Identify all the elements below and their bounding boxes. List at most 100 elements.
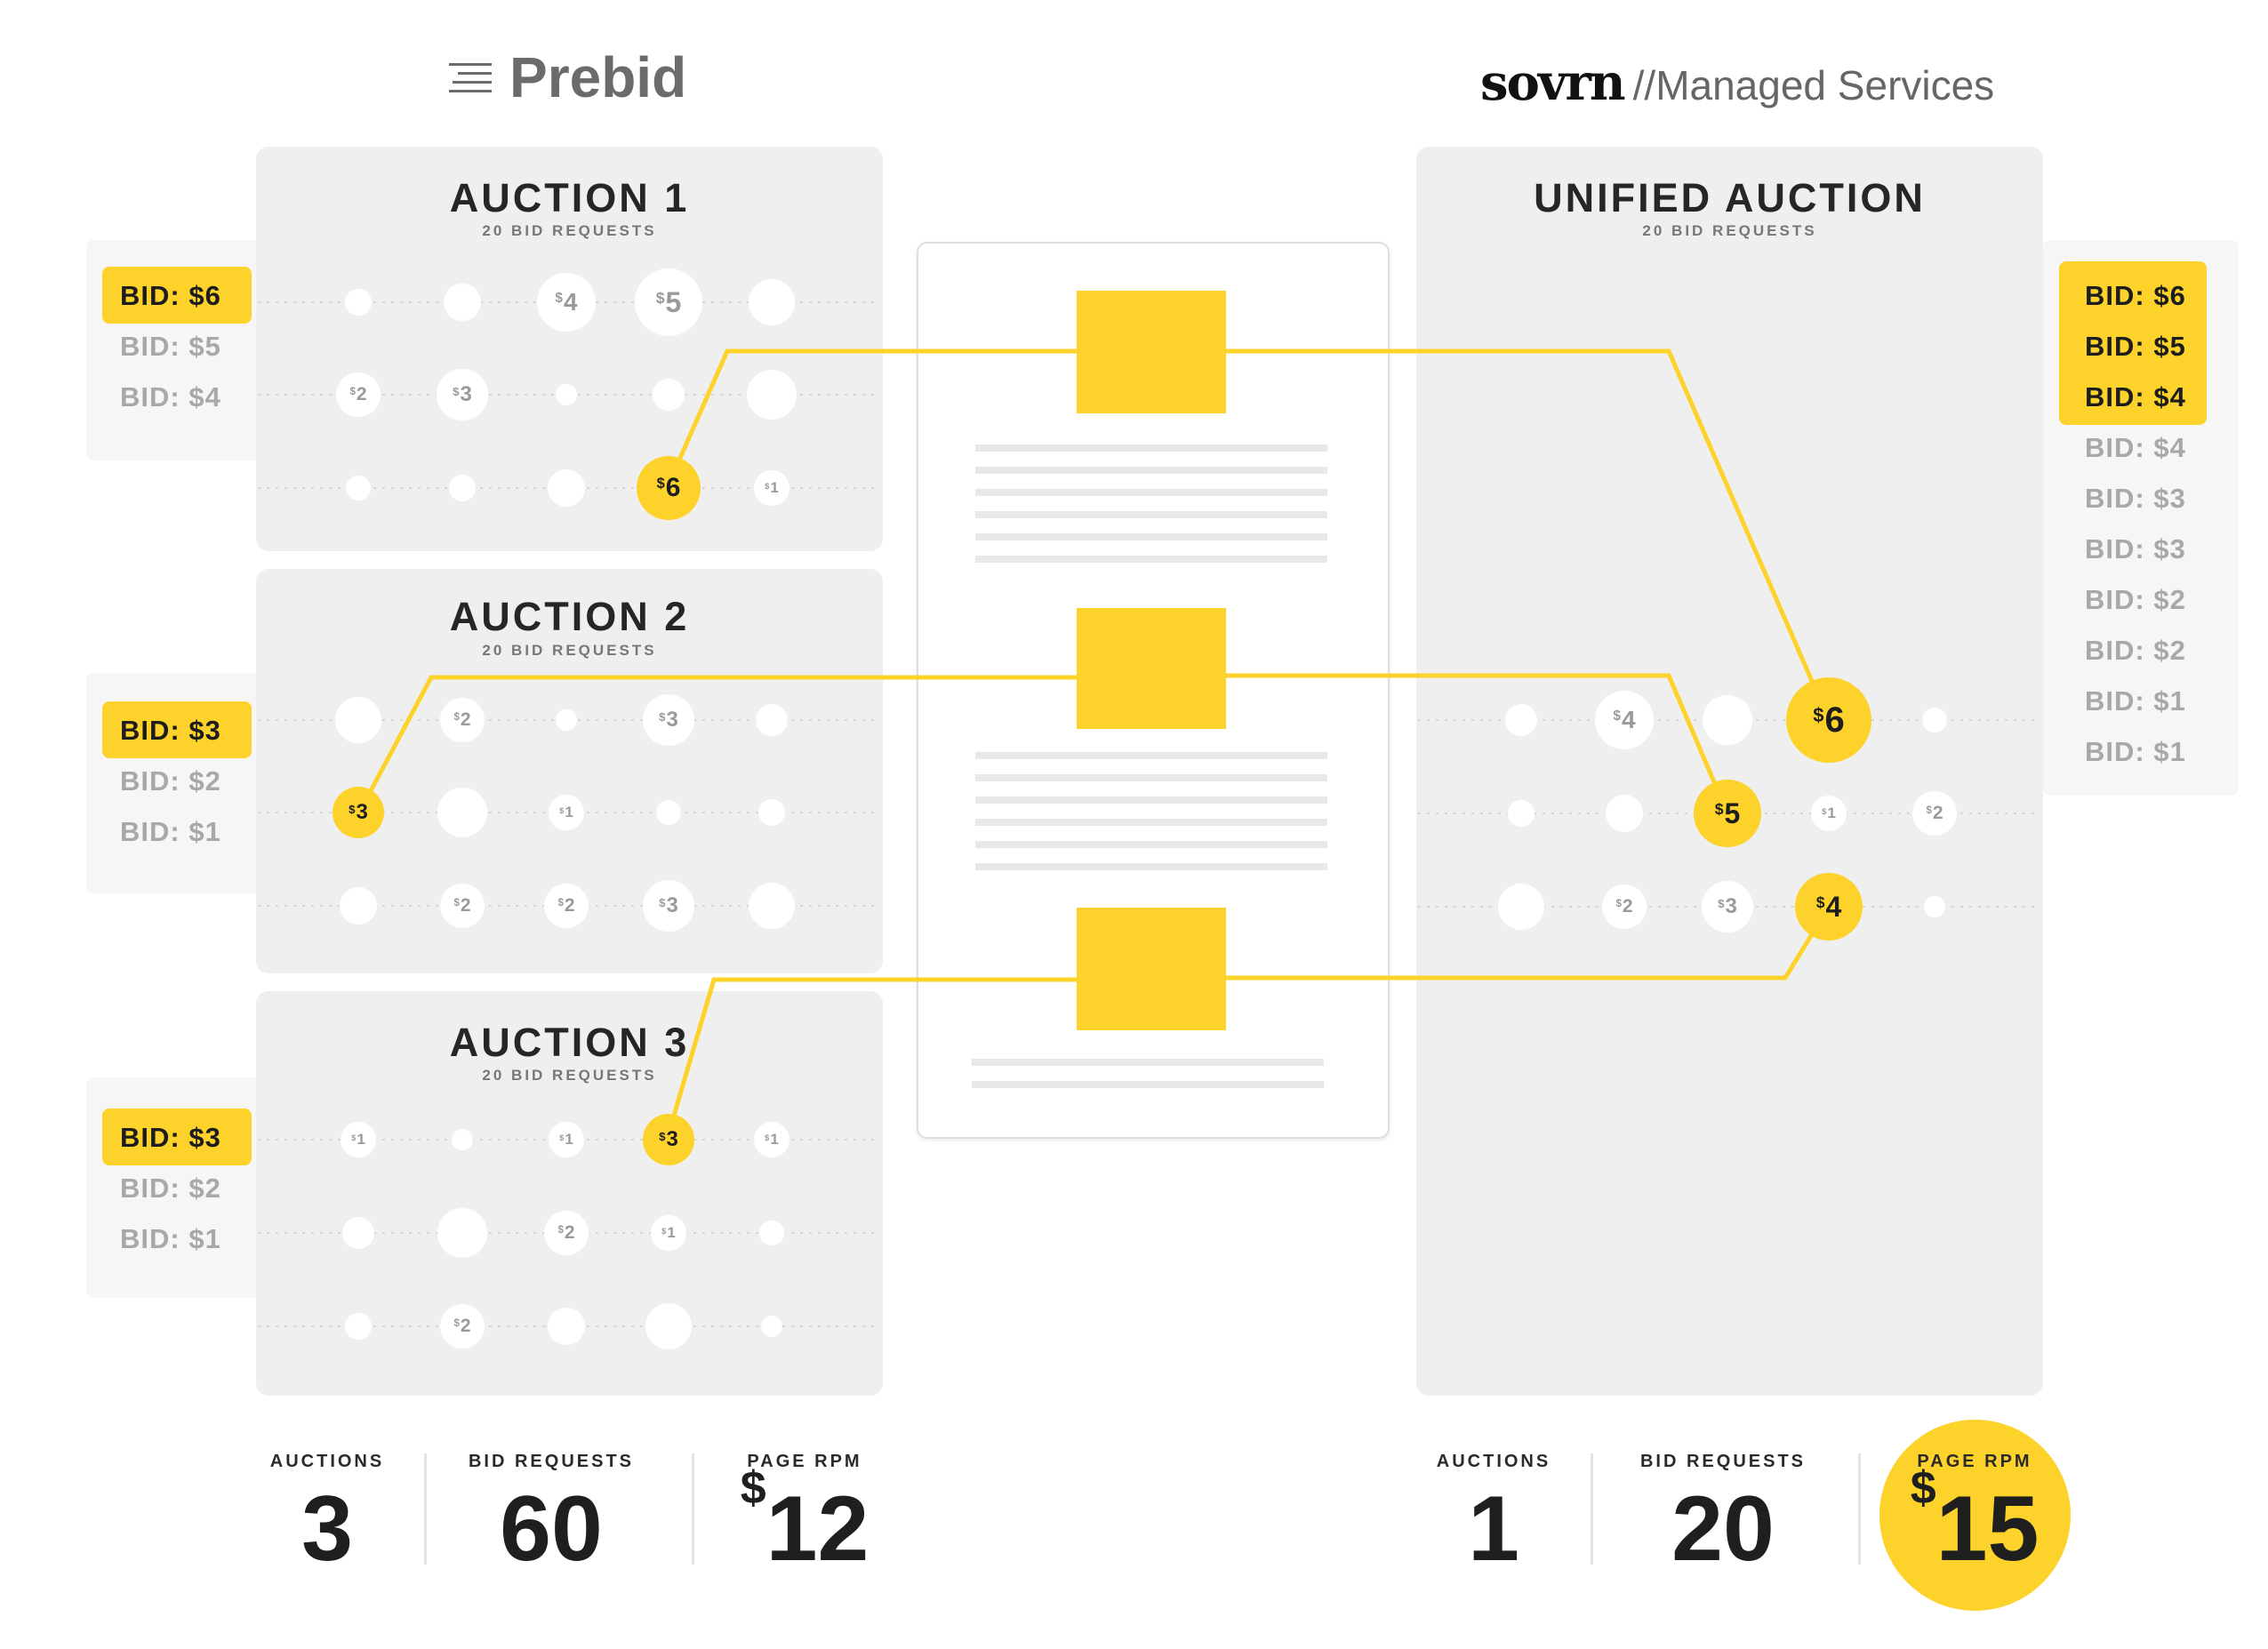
bid-item: BID: $1	[120, 1223, 221, 1254]
unified-bid-list: BID: $6 BID: $5 BID: $4 BID: $4 BID: $3 …	[2069, 270, 2186, 777]
bid-dot: $2	[440, 884, 485, 928]
bid-request-dot	[444, 284, 481, 321]
bid-dot: $3	[437, 369, 488, 420]
bid-item: BID: $3	[120, 715, 221, 746]
bid-item: BID: $4	[120, 381, 221, 412]
prebid-brand: Prebid	[449, 44, 686, 110]
bid-dot: $2	[440, 1304, 485, 1349]
stat-value: $12	[740, 1461, 870, 1581]
auction-1-bid-list: BID: $6 BID: $5 BID: $4	[104, 270, 221, 422]
bid-item: BID: $4	[2085, 381, 2186, 412]
bid-request-dot	[342, 1217, 374, 1249]
stat-value: 60	[500, 1477, 603, 1581]
bid-dot: $2	[336, 372, 381, 417]
stat-label: PAGE RPM	[747, 1452, 862, 1471]
bid-request-dot	[340, 887, 377, 925]
bid-dot: $2	[544, 1211, 589, 1255]
bid-item: BID: $2	[120, 765, 221, 796]
ad-slot-1	[1077, 291, 1226, 413]
bid-request-dot	[556, 709, 577, 731]
bid-request-dot	[556, 384, 577, 405]
bid-item: BID: $2	[120, 1173, 221, 1204]
ad-slot-3	[1077, 908, 1226, 1030]
bid-request-dot	[437, 1208, 487, 1258]
bid-dot: $3	[643, 694, 694, 746]
bid-request-dot	[749, 279, 795, 325]
connector-auction-1-to-ad-1	[664, 348, 1077, 490]
bid-request-dot	[437, 788, 487, 837]
prebid-lines-icon	[449, 63, 492, 92]
page-rpm-highlight-circle	[1879, 1420, 2071, 1611]
stat-divider	[424, 1453, 427, 1565]
stat-label: PAGE RPM	[1917, 1452, 2032, 1471]
prebid-brand-label: Prebid	[509, 45, 687, 109]
connector-auction-3-to-ad-3	[664, 977, 1077, 1141]
bid-dot: $1	[1811, 796, 1847, 831]
bid-request-dot	[1508, 800, 1535, 827]
auction-2-bid-list: BID: $3 BID: $2 BID: $1	[104, 705, 221, 857]
auction-3-bid-list: BID: $3 BID: $2 BID: $1	[104, 1112, 221, 1264]
bid-dot: $2	[440, 698, 485, 742]
bid-dot: $5	[1694, 780, 1761, 847]
stat-right-page-rpm: PAGE RPM $15	[1881, 1452, 2068, 1575]
bid-item: BID: $1	[2085, 685, 2186, 716]
stat-label: AUCTIONS	[1436, 1452, 1551, 1471]
bid-request-dot	[452, 1129, 473, 1150]
bid-dot: $1	[549, 1122, 584, 1157]
stat-value: 1	[1468, 1477, 1519, 1581]
bid-request-dot	[759, 1221, 784, 1245]
bid-request-dot	[756, 704, 788, 736]
bid-request-dot	[449, 475, 476, 501]
bid-item: BID: $2	[2085, 584, 2186, 615]
bid-request-dot	[1498, 884, 1544, 930]
bid-dot: $1	[651, 1215, 686, 1251]
bid-item: BID: $2	[2085, 635, 2186, 666]
bid-dot: $3	[643, 1114, 694, 1165]
bid-request-dot	[1922, 708, 1947, 732]
bid-item: BID: $5	[120, 331, 221, 362]
bid-request-dot	[335, 697, 381, 743]
sovrn-logo: sovrn	[1480, 53, 1626, 112]
connector-auction-2-to-ad-2	[357, 675, 1077, 814]
bid-dot: $6	[637, 456, 701, 520]
bid-dot: $1	[341, 1122, 376, 1157]
bid-dot: $6	[1786, 677, 1871, 763]
unified-auction-title: UNIFIED AUCTION	[1534, 175, 1926, 220]
stat-right-bid-requests: BID REQUESTS 20	[1634, 1452, 1812, 1575]
stat-value: $15	[1910, 1461, 2040, 1581]
bid-item: BID: $3	[120, 1122, 221, 1153]
unified-auction-panel: UNIFIED AUCTION 20 BID REQUESTS	[1416, 147, 2043, 1396]
bid-request-dot	[1505, 704, 1537, 736]
bid-dot: $3	[643, 880, 694, 932]
auction-3-title: AUCTION 3	[449, 1020, 690, 1065]
bid-item: BID: $4	[2085, 432, 2186, 463]
stat-left-page-rpm: PAGE RPM $12	[711, 1452, 898, 1575]
bid-item: BID: $5	[2085, 331, 2186, 362]
managed-services-label: //Managed Services	[1632, 62, 1995, 108]
bid-item: BID: $1	[2085, 736, 2186, 767]
stat-left-bid-requests: BID REQUESTS 60	[462, 1452, 640, 1575]
stat-right-auctions: AUCTIONS 1	[1418, 1452, 1569, 1575]
bid-item: BID: $1	[120, 816, 221, 847]
bid-request-dot	[656, 800, 681, 825]
bid-request-dot	[548, 1308, 585, 1345]
bid-request-dot	[1606, 795, 1643, 832]
stat-divider	[1858, 1453, 1861, 1565]
stat-divider	[692, 1453, 694, 1565]
auction-1-winning-bid-highlight	[102, 267, 252, 324]
bid-dot: $1	[549, 795, 584, 830]
bid-request-dot	[345, 1313, 372, 1340]
bid-request-dot	[749, 883, 795, 929]
bid-dot: $3	[1702, 881, 1753, 933]
stat-left-auctions: AUCTIONS 3	[256, 1452, 398, 1575]
bid-dot: $4	[1795, 873, 1863, 941]
bid-request-dot	[1703, 695, 1752, 745]
bid-request-dot	[653, 379, 685, 411]
ad-slot-2	[1077, 608, 1226, 729]
bid-request-dot	[345, 289, 372, 316]
bid-dot: $5	[635, 268, 702, 336]
auction-3-subtitle: 20 BID REQUESTS	[482, 1067, 657, 1084]
auction-1-title: AUCTION 1	[449, 175, 690, 220]
bid-item: BID: $6	[120, 280, 221, 311]
